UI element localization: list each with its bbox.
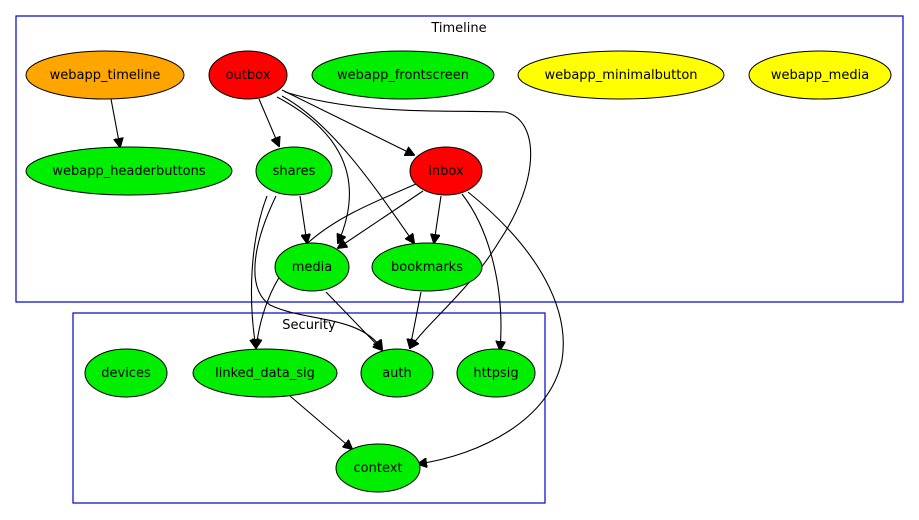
node-webapp_headerbuttons[interactable]: webapp_headerbuttons [25,146,233,196]
edge-bookmarks-auth [410,291,422,348]
node-webapp_minimalbutton-label: webapp_minimalbutton [544,68,697,83]
node-outbox-label: outbox [226,68,271,83]
node-webapp_headerbuttons-shape [25,146,233,196]
cluster-timeline: Timeline [15,15,904,303]
edge-inbox-media [338,190,424,248]
node-media-label: media [292,260,333,275]
node-linked_data_sig-shape [192,348,338,398]
node-webapp_minimalbutton-shape [517,50,725,100]
cluster-timeline-border [15,15,904,303]
edge-webapp_timeline-webapp_headerbuttons [110,98,120,147]
node-httpsig-shape [456,348,536,398]
edge-layer [110,89,564,464]
node-webapp_timeline-label: webapp_timeline [50,68,161,83]
node-context-shape [335,443,421,493]
cluster-timeline-label: Timeline [430,21,486,36]
node-webapp_frontscreen-shape [311,50,495,100]
node-devices[interactable]: devices [84,348,168,398]
node-auth-shape [360,348,434,398]
node-httpsig-label: httpsig [473,366,518,381]
node-inbox-label: inbox [428,164,464,179]
node-bookmarks[interactable]: bookmarks [371,242,483,292]
cluster-security-border [72,312,546,504]
node-outbox-shape [208,50,288,100]
edge-media-auth [325,291,382,350]
node-webapp_timeline-shape [25,50,185,100]
node-shares[interactable]: shares [255,146,333,196]
node-devices-label: devices [101,366,151,381]
node-context[interactable]: context [335,443,421,493]
node-inbox[interactable]: inbox [409,146,483,196]
cluster-security-label: Security [282,318,336,333]
node-webapp_frontscreen-label: webapp_frontscreen [337,68,469,83]
edge-shares-media [299,195,307,243]
node-shares-label: shares [273,164,316,179]
edge-outbox-inbox [281,89,414,155]
node-webapp_timeline[interactable]: webapp_timeline [25,50,185,100]
edge-outbox-auth [284,91,532,348]
node-context-label: context [354,461,403,476]
node-webapp_headerbuttons-label: webapp_headerbuttons [52,164,206,179]
node-media-shape [274,242,350,292]
node-webapp_minimalbutton[interactable]: webapp_minimalbutton [517,50,725,100]
edge-outbox-bookmarks [281,95,414,243]
edge-shares-linked_data_sig [251,195,268,348]
edge-inbox-httpsig [461,193,501,350]
edge-outbox-media [276,96,350,243]
edge-shares-auth [254,195,382,349]
node-linked_data_sig-label: linked_data_sig [215,366,315,381]
node-webapp_frontscreen[interactable]: webapp_frontscreen [311,50,495,100]
node-shares-shape [255,146,333,196]
edge-inbox-linked_data_sig [256,183,417,348]
node-auth[interactable]: auth [360,348,434,398]
node-webapp_media[interactable]: webapp_media [748,50,892,100]
node-inbox-shape [409,146,483,196]
node-bookmarks-shape [371,242,483,292]
node-httpsig[interactable]: httpsig [456,348,536,398]
edge-inbox-context [418,191,564,464]
edge-linked_data_sig-context [289,395,352,449]
node-webapp_media-shape [748,50,892,100]
node-webapp_media-label: webapp_media [771,68,869,83]
node-devices-shape [84,348,168,398]
edge-outbox-shares [258,98,279,146]
node-outbox[interactable]: outbox [208,50,288,100]
edge-inbox-bookmarks [434,195,442,243]
node-linked_data_sig[interactable]: linked_data_sig [192,348,338,398]
node-media[interactable]: media [274,242,350,292]
node-auth-label: auth [382,366,412,381]
node-bookmarks-label: bookmarks [391,260,463,275]
cluster-security: Security [72,312,546,504]
